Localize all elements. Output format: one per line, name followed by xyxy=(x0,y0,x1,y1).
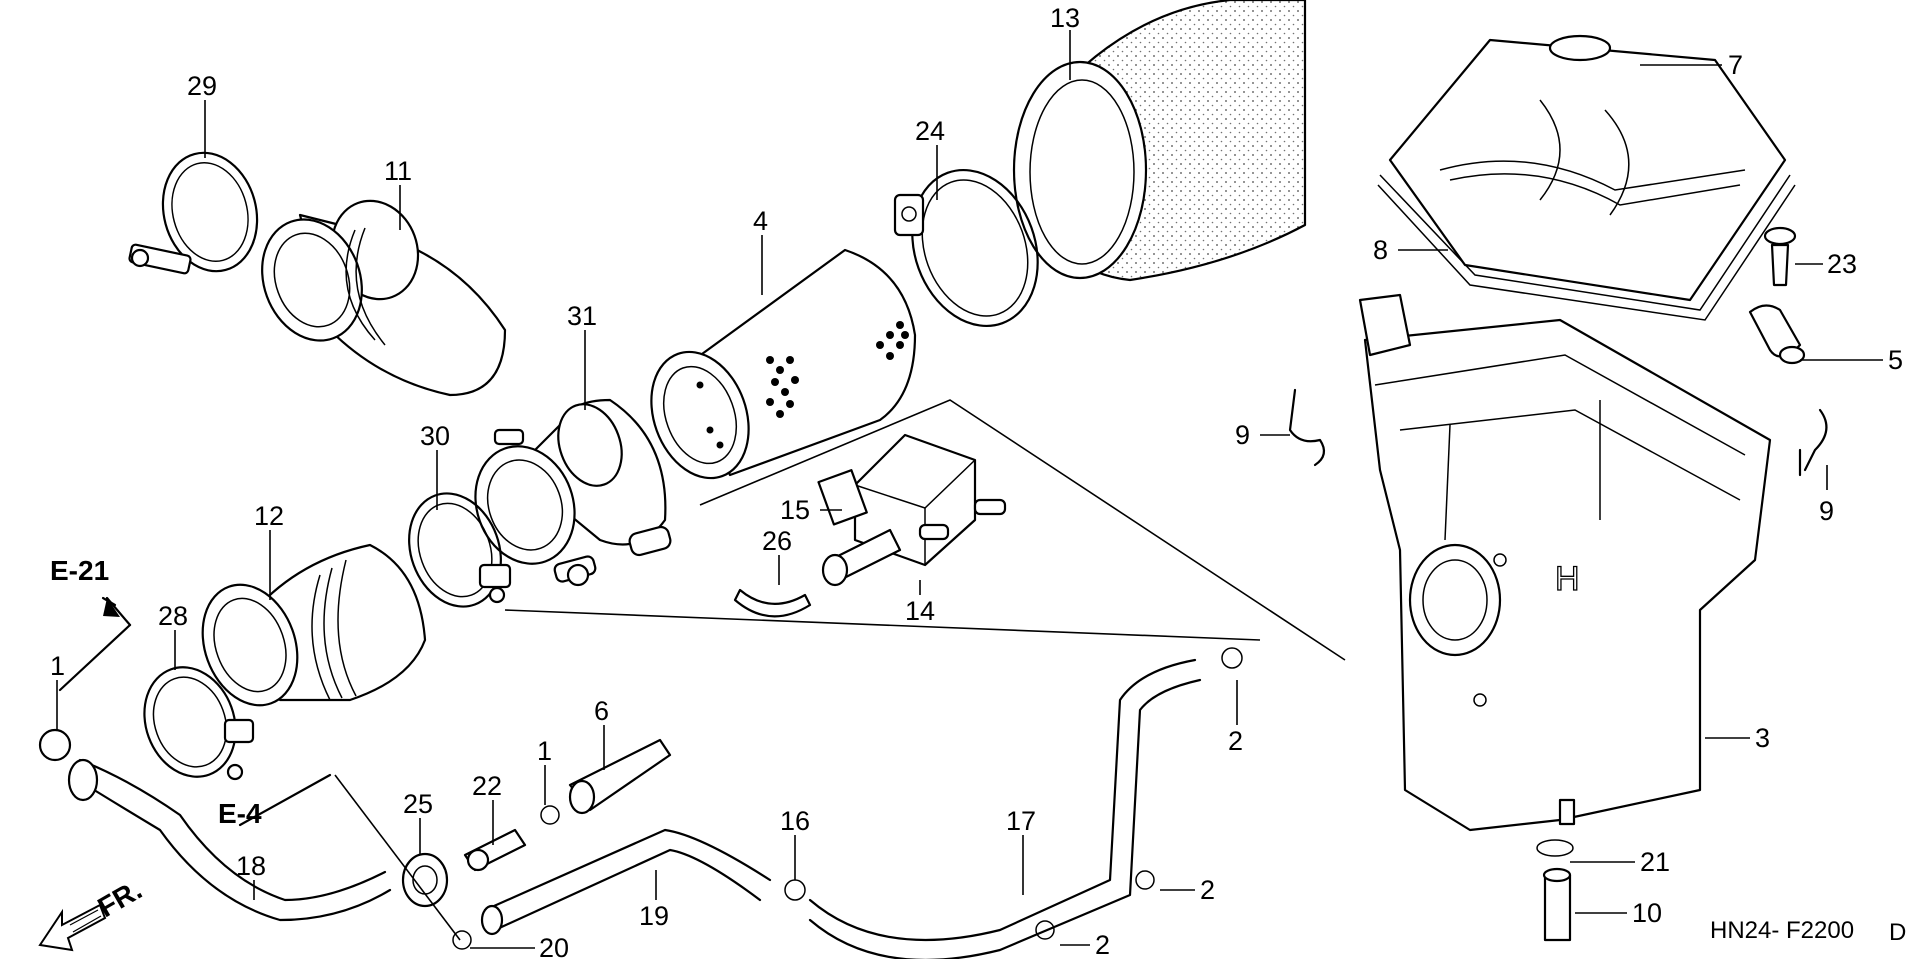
svg-text:H: H xyxy=(1555,560,1580,598)
callout-22: 22 xyxy=(472,771,502,801)
part-26-bent-tube xyxy=(733,588,812,618)
leader-lines xyxy=(56,30,1883,949)
callout-5: 5 xyxy=(1888,345,1903,375)
callout-16: 16 xyxy=(780,806,810,836)
part-4-filter-element xyxy=(650,248,917,480)
callout-20: 20 xyxy=(539,933,569,959)
callout-15: 15 xyxy=(780,495,810,525)
part-2-clip-b xyxy=(1135,870,1155,890)
callout-31: 31 xyxy=(567,301,597,331)
part-19-breather-hose xyxy=(480,828,772,936)
callout-9-right: 9 xyxy=(1819,496,1834,526)
callout-11: 11 xyxy=(384,156,412,186)
part-15-solenoid xyxy=(817,433,1007,567)
part-16-clip xyxy=(784,879,806,901)
ref-e21: E-21 xyxy=(50,555,109,586)
part-24-band-clamp xyxy=(893,168,1039,328)
callout-1-lower: 1 xyxy=(50,651,65,681)
callout-14: 14 xyxy=(905,596,935,626)
callout-2-b: 2 xyxy=(1200,875,1215,905)
callout-labels: 29 11 31 30 12 28 4 24 13 7 8 23 5 9 9 3… xyxy=(50,3,1903,959)
callout-18: 18 xyxy=(236,851,266,881)
callout-28: 28 xyxy=(158,601,188,631)
part-10-drain-tube xyxy=(1542,867,1572,942)
callout-17: 17 xyxy=(1006,806,1036,836)
part-9-clip-left xyxy=(1288,388,1326,467)
callout-2-c: 2 xyxy=(1095,930,1110,959)
part-22-fitting xyxy=(463,828,527,872)
callout-21: 21 xyxy=(1640,847,1670,877)
part-2-clip-c xyxy=(1035,920,1055,940)
callout-24: 24 xyxy=(915,116,945,146)
drawing-code: HN24- F2200 xyxy=(1710,917,1854,944)
part-18-drain-hose xyxy=(67,758,392,922)
part-7-air-cleaner-cover xyxy=(1379,34,1791,311)
callout-6: 6 xyxy=(594,696,609,726)
part-21-clip xyxy=(1536,839,1574,857)
callout-13: 13 xyxy=(1050,3,1080,33)
drawing-suffix: D xyxy=(1889,919,1906,946)
part-8-gasket xyxy=(1377,184,1796,321)
ref-e4: E-4 xyxy=(218,798,262,829)
callout-30: 30 xyxy=(420,421,450,451)
part-1-clip-lower xyxy=(38,728,72,762)
callout-8: 8 xyxy=(1373,235,1388,265)
part-14-fitting xyxy=(821,528,902,587)
part-31-air-cleaner-joint xyxy=(474,398,672,587)
callout-12: 12 xyxy=(254,501,284,531)
part-23-bolt xyxy=(1763,226,1797,287)
callout-9-left: 9 xyxy=(1235,420,1250,450)
part-30-clamp xyxy=(408,492,512,608)
callout-7: 7 xyxy=(1728,50,1743,80)
part-2-clip-a xyxy=(1221,647,1243,669)
part-11-connecting-tube xyxy=(261,199,507,397)
part-17-breather-hose xyxy=(808,658,1202,959)
part-9-clip-right xyxy=(1798,408,1828,477)
callout-3: 3 xyxy=(1755,723,1770,753)
part-1-clip-upper xyxy=(540,805,560,825)
callout-1-upper: 1 xyxy=(537,736,552,766)
callout-25: 25 xyxy=(403,789,433,819)
callout-4: 4 xyxy=(753,206,768,236)
part-25-grommet xyxy=(401,852,449,908)
part-28-clamp xyxy=(143,666,255,781)
part-5-clip xyxy=(1748,304,1806,365)
callout-29: 29 xyxy=(187,71,217,101)
part-6-tube xyxy=(568,738,672,815)
part-3-air-cleaner-case: H xyxy=(1358,293,1772,832)
part-29-clamp xyxy=(128,151,259,275)
callout-2-a: 2 xyxy=(1228,726,1243,756)
callout-26: 26 xyxy=(762,526,792,556)
part-12-joint-tube xyxy=(201,543,427,707)
callout-19: 19 xyxy=(639,901,669,931)
part-13-outer-filter xyxy=(1012,0,1307,282)
callout-23: 23 xyxy=(1827,249,1857,279)
part-20-clip xyxy=(452,930,472,950)
front-arrow-icon xyxy=(38,903,107,952)
callout-10: 10 xyxy=(1632,898,1662,928)
